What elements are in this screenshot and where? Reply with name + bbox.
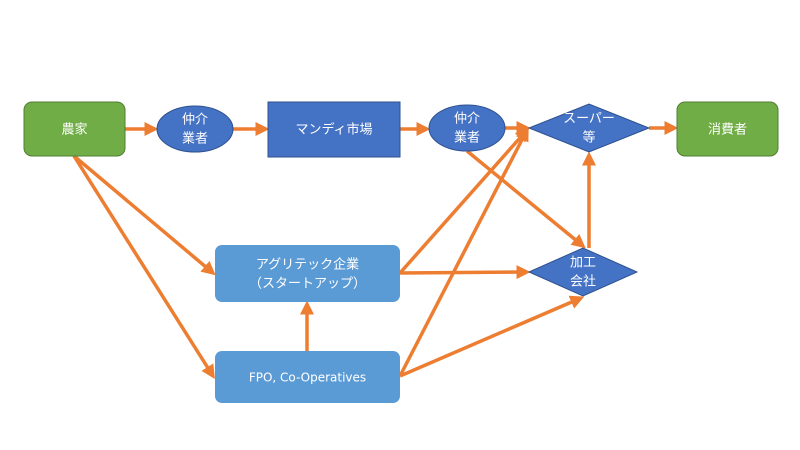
edges [72,121,679,379]
arrow-farmer-to-agritech [72,154,216,276]
node-broker-2-label-line1: 仲介 [454,112,480,127]
node-agritech-label-line2: （スタートアップ） [249,277,366,292]
node-supermarket[interactable]: スーパー 等 [527,103,651,153]
node-supermarket-label-line1: スーパー [563,112,615,127]
node-farmer-label: 農家 [61,122,87,138]
arrow-broker2-to-processor [465,149,586,249]
node-broker-1-label-line1: 仲介 [182,113,208,128]
arrow-agritech-to-supermarket [398,127,530,275]
node-fpo-label: FPO, Co-Operatives [249,371,366,385]
node-broker-2[interactable]: 仲介 業者 [428,104,506,152]
node-fpo[interactable]: FPO, Co-Operatives [215,351,400,403]
node-mandi-market[interactable]: マンディ市場 [267,101,401,158]
arrow-agritech-to-processor [399,265,531,280]
node-farmer[interactable]: 農家 [23,101,126,157]
arrow-fpo-to-processor [399,295,585,378]
node-processor-label-line1: 加工 [570,256,596,271]
node-agritech-label-line1: アグリテック企業 [256,257,359,273]
arrow-fpo-to-supermarket [398,126,529,377]
node-consumer-label: 消費者 [708,123,747,138]
node-processor-label-line2: 会社 [570,274,596,290]
node-agritech[interactable]: アグリテック企業 （スタートアップ） [215,245,400,302]
node-processor[interactable]: 加工 会社 [527,247,639,297]
node-supermarket-label-line2: 等 [582,130,595,146]
node-mandi-market-label: マンディ市場 [295,122,372,138]
node-consumer[interactable]: 消費者 [676,101,779,157]
arrow-farmer-to-fpo [72,155,215,379]
node-broker-1-label-line2: 業者 [182,131,208,147]
node-broker-1[interactable]: 仲介 業者 [156,105,234,153]
node-broker-2-label-line2: 業者 [454,130,480,146]
